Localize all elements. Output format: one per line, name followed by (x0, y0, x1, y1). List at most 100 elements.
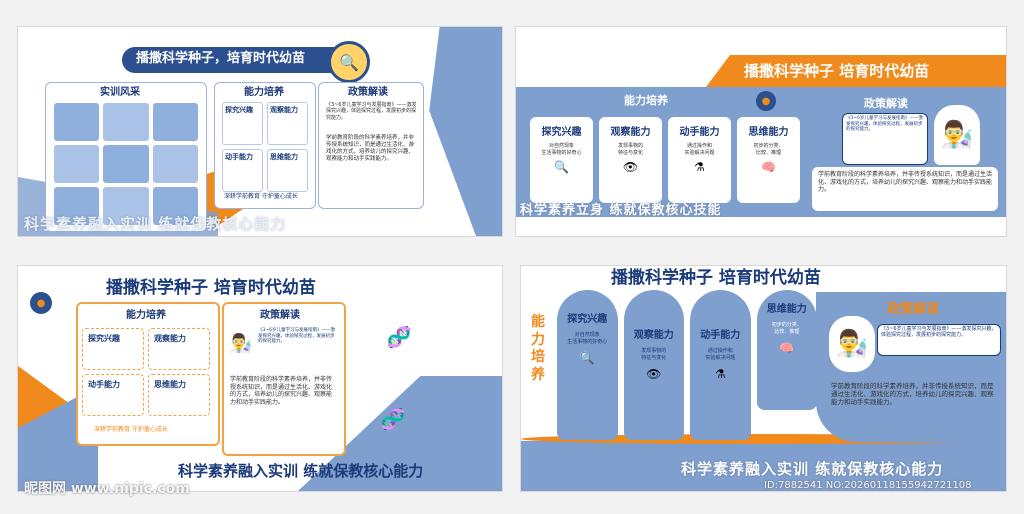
ability-item-box (82, 374, 144, 416)
footer-tag: 深耕学前教育 守护童心成长 (224, 193, 298, 200)
title: 播撒科学种子，培育时代幼苗 (136, 51, 306, 66)
ability-arch: 动手能力 通过操作和 实验解决问题 ⚗ (690, 290, 751, 440)
ability-card (214, 82, 316, 209)
policy-body: 学前教育阶段的科学素养培养，并非传授系统知识，而是通过生活化、游戏化的方式，培养… (818, 171, 993, 193)
policy-quote-box (877, 324, 1001, 356)
training-title: 实训风采 (100, 87, 140, 98)
policy-quote: 《3~6岁儿童学习与发展指南》——激发探究兴趣，体验探究过程，发展初步的探究能力… (258, 328, 335, 345)
magnifier-icon: 🔍 (579, 351, 595, 365)
footer-tag: 深耕学前教育 守护童心成长 (94, 426, 168, 433)
ability-title: 能力培养 (624, 94, 668, 107)
ability-item: 探究兴趣 (222, 102, 263, 145)
planet-icon: ● (756, 91, 776, 111)
ability-item-box (82, 328, 144, 370)
training-photos (54, 103, 198, 225)
ability-name: 思维能力 (748, 127, 789, 138)
teacher-avatar-icon: 👨‍🔬 (829, 316, 875, 372)
panel-bottom-left: 播撒科学种子 培育时代幼苗 ● 🧬 🧬 能力培养 探究兴趣 观察能力 动手能力 … (17, 265, 503, 492)
ability-desc: 通过操作和 实验解决问题 (684, 143, 715, 156)
ability-card: 探究兴趣 对自然现象 生活事物的好奇心 🔍 (530, 117, 593, 203)
ability-desc: 发现事物的 特征与变化 (617, 143, 643, 156)
policy-body: 学前教育阶段的科学素养培养，并非传授系统知识，而是通过生活化、游戏化的方式，培养… (230, 376, 333, 406)
policy-title: 政策解读 (864, 97, 908, 110)
ability-side-label (527, 296, 553, 436)
eye-icon: 👁 (646, 367, 662, 381)
ability-desc: 对自然现象 生活事物的好奇心 (541, 143, 582, 156)
ability-arch: 观察能力 发现事物的 特征与变化 👁 (623, 290, 684, 440)
bg-bottom-band (521, 441, 1006, 491)
ability-arch: 探究兴趣 对自然现象 生活事物的好奇心 🔍 (557, 290, 618, 440)
policy-quote: 《3~6岁儿童学习与发展指南》——激发探究兴趣，体验探究过程，发展初步的探究能力… (846, 116, 923, 133)
dna-icon: 🧬 (386, 325, 412, 349)
flask-icon: ⚗ (714, 367, 726, 381)
ability-card: 思维能力 初步的分类、 比较、推理 🧠 (737, 117, 800, 203)
flask-icon: ⚗ (694, 160, 705, 174)
ability-grid: 探究兴趣 观察能力 动手能力 思维能力 (222, 102, 308, 192)
ability-name: 探究兴趣 (88, 334, 120, 343)
title-script: 播撒科学种子 培育时代幼苗 (611, 268, 821, 288)
ability-name: 观察能力 (633, 330, 674, 341)
ability-arches: 探究兴趣 对自然现象 生活事物的好奇心 🔍 观察能力 发现事物的 特征与变化 👁… (557, 290, 817, 440)
ability-item: 动手能力 (222, 149, 263, 192)
dna-icon: 🧬 (380, 407, 406, 431)
ability-name: 观察能力 (154, 334, 186, 343)
ability-desc: 初步的分类、 比较、推理 (753, 143, 784, 156)
ability-name: 动手能力 (88, 380, 120, 389)
title-script: 播撒科学种子 培育时代幼苗 (744, 62, 930, 80)
ability-item-box (148, 328, 210, 370)
ability-item-box (148, 374, 210, 416)
slogan: 科学素养融入实训 练就保教核心能力 (178, 462, 424, 480)
ability-card: 动手能力 通过操作和 实验解决问题 ⚗ (668, 117, 731, 203)
ability-desc: 通过操作和 实验解决问题 (705, 348, 736, 361)
title-script: 播撒科学种子 培育时代幼苗 (106, 278, 316, 298)
ability-desc: 初步的分类、 比较、推理 (771, 322, 802, 335)
ability-title: 能力培养 (531, 314, 545, 383)
ability-name: 思维能力 (154, 380, 186, 389)
policy-title: 政策解读 (348, 87, 388, 98)
panel-top-left: 播撒科学种子，培育时代幼苗 🔍 实训风采 能力培养 探究兴趣 观察能力 动手能力… (17, 26, 503, 237)
policy-quote: 《3~6岁儿童学习与发展指南》——激发探究兴趣，体验探究过程，发展初步的探究能力… (881, 326, 997, 339)
ability-name: 观察能力 (610, 127, 651, 138)
slogan: 科学素养融入实训 练就保教核心能力 (24, 215, 287, 233)
policy-card (318, 82, 424, 209)
title-banner (122, 47, 348, 73)
magnifier-icon: 🔍 (554, 160, 569, 174)
watermark-id: ID:7882541 NO:20260118155942721108 (764, 480, 972, 491)
panel-top-right: 播撒科学种子 培育时代幼苗 能力培养 ● 探究兴趣 对自然现象 生活事物的好奇心… (515, 26, 1007, 237)
slogan2: 科学素养立身 练就保教核心技能 (520, 203, 722, 218)
ability-row: 探究兴趣 对自然现象 生活事物的好奇心 🔍 观察能力 发现事物的 特征与变化 👁… (530, 117, 800, 203)
watermark-site: 昵图网 www.nipic.com (24, 481, 190, 497)
bg-orange-wave (521, 434, 1006, 444)
planet-icon: ● (30, 292, 52, 314)
policy-quote-box (842, 113, 928, 165)
ability-card: 观察能力 发现事物的 特征与变化 👁 (599, 117, 662, 203)
panel-bottom-right: 播撒科学种子 培育时代幼苗 能力培养 探究兴趣 对自然现象 生活事物的好奇心 🔍… (520, 265, 1007, 492)
brain-icon: 🧠 (779, 341, 795, 355)
policy-body-box (812, 167, 998, 211)
ability-arch: 思维能力 初步的分类、 比较、推理 🧠 (756, 290, 817, 410)
ability-desc: 发现事物的 特征与变化 (641, 348, 667, 361)
slogan: 科学素养融入实训 练就保教核心能力 (681, 460, 944, 478)
ability-name: 动手能力 (700, 330, 741, 341)
policy-title: 政策解读 (260, 310, 300, 321)
title-ribbon (706, 55, 1006, 87)
ability-item: 思维能力 (267, 149, 308, 192)
ability-name: 思维能力 (766, 304, 807, 315)
policy-body: 学前教育阶段的科学素养培养，并非传授系统知识，而是通过生活化、游戏化的方式，培养… (326, 135, 415, 162)
ability-desc: 对自然现象 生活事物的好奇心 (567, 332, 608, 345)
ability-name: 探究兴趣 (567, 314, 608, 325)
policy-title: 政策解读 (887, 302, 940, 317)
ability-name: 探究兴趣 (541, 127, 582, 138)
eye-icon: 👁 (622, 160, 639, 174)
teacher-avatar-icon: 👨‍🔬 (934, 105, 980, 165)
teacher-avatar-icon: 👨‍🔬 (229, 332, 253, 354)
ability-title: 能力培养 (244, 87, 284, 98)
ability-name: 动手能力 (679, 127, 720, 138)
policy-quote: 《3~6岁儿童学习与发展指南》——激发探究兴趣，体验探究过程，发展初步的探究能力… (326, 102, 417, 121)
ability-item: 观察能力 (267, 102, 308, 145)
ability-title: 能力培养 (126, 310, 166, 321)
policy-body: 学前教育阶段的科学素养培养，并非传授系统知识，而是通过生活化、游戏化的方式，培养… (831, 382, 994, 407)
magnifier-kid-icon: 🔍 (328, 41, 370, 83)
brain-icon: 🧠 (761, 160, 776, 174)
policy-box (222, 302, 346, 456)
